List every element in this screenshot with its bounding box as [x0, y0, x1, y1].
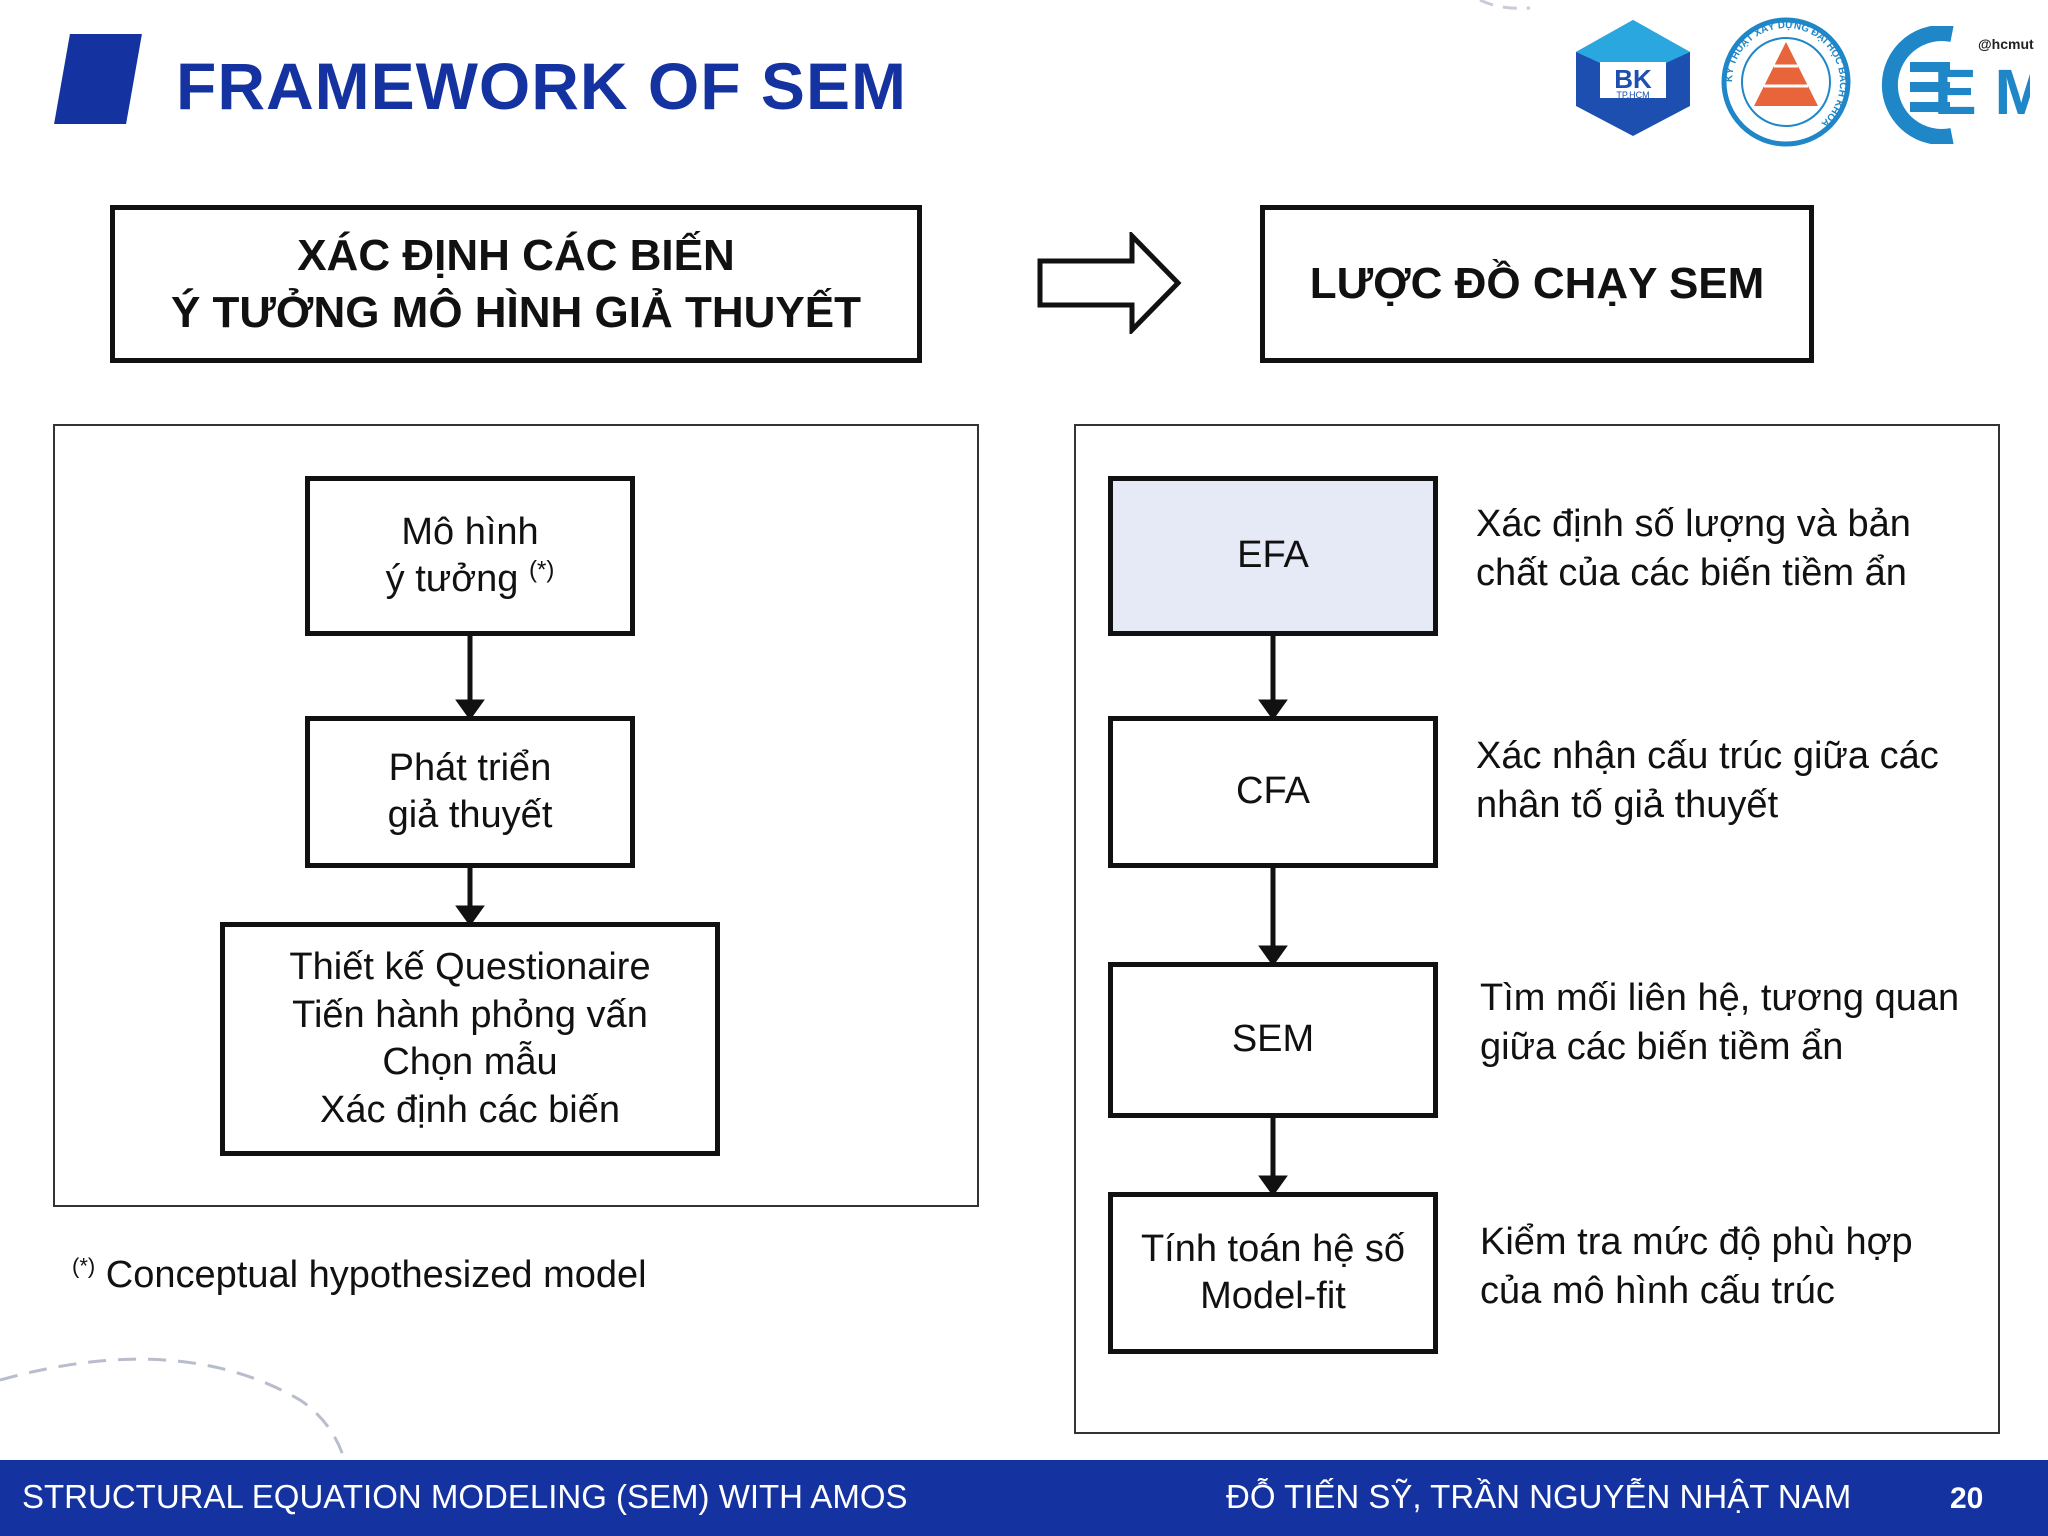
description-line: của mô hình cấu trúc [1480, 1270, 1835, 1313]
page-title: FRAMEWORK OF SEM [176, 49, 907, 123]
flow-box-line: Mô hình [401, 510, 539, 553]
footnote: (*) Conceptual hypothesized model [72, 1254, 647, 1297]
header-box-line: XÁC ĐỊNH CÁC BIẾN [297, 230, 735, 280]
header-box-line: Ý TƯỞNG MÔ HÌNH GIẢ THUYẾT [170, 288, 862, 337]
bk-logo: BK TP.HCM [1576, 20, 1690, 136]
flow-box-questionnaire-design: Thiết kế Questionaire Tiến hành phỏng vấ… [220, 922, 720, 1156]
cem-logo-tag: @hcmut [1978, 36, 2034, 52]
efa-description: Xác định số lượng và bản chất của các bi… [1476, 500, 1911, 599]
flow-box-sem: SEM [1108, 962, 1438, 1118]
header-box-define-variables: XÁC ĐỊNH CÁC BIẾN Ý TƯỞNG MÔ HÌNH GIẢ TH… [110, 205, 922, 363]
connector-arrowhead [455, 905, 485, 927]
footer-authors: ĐỖ TIẾN SỸ, TRẦN NGUYỄN NHẬT NAM [1226, 1478, 1852, 1515]
header-box-label: LƯỢC ĐỒ CHẠY SEM [1309, 259, 1765, 309]
footer-bar: STRUCTURAL EQUATION MODELING (SEM) WITH … [0, 1460, 2048, 1536]
connector-arrowhead [1258, 945, 1288, 967]
flow-box-line: Thiết kế Questionaire [289, 946, 651, 988]
model-fit-description: Kiểm tra mức độ phù hợp của mô hình cấu … [1480, 1218, 1913, 1317]
connector-arrowhead [1258, 699, 1288, 721]
description-line: Kiểm tra mức độ phù hợp [1480, 1221, 1913, 1263]
flow-box-label: CFA [1236, 770, 1310, 813]
flow-box-line: giả thuyết [387, 794, 553, 836]
flow-box-line: Tính toán hệ số [1140, 1227, 1406, 1270]
cem-logo-text: E M [1934, 56, 2030, 128]
flow-box-label: SEM [1231, 1018, 1315, 1061]
bk-logo-text: BK [1614, 64, 1652, 94]
flow-box-line: Model-fit [1200, 1275, 1346, 1317]
bk-logo-subtext: TP.HCM [1616, 90, 1649, 100]
flow-box-efa: EFA [1108, 476, 1438, 636]
connector-arrowhead [455, 699, 485, 721]
flow-box-conceptual-model: Mô hình ý tưởng (*) [305, 476, 635, 636]
flow-box-model-fit: Tính toán hệ số Model-fit [1108, 1192, 1438, 1354]
header-box-sem-workflow: LƯỢC ĐỒ CHẠY SEM [1260, 205, 1814, 363]
description-line: chất của các biến tiềm ẩn [1476, 552, 1907, 595]
footnote-mark: (*) [72, 1253, 96, 1279]
description-line: Tìm mối liên hệ, tương quan [1480, 977, 1960, 1019]
page-number: 20 [1950, 1482, 1984, 1515]
xay-dung-logo: KỸ THUẬT XÂY DỰNG ĐẠI HỌC BÁCH KHOA [1721, 17, 1851, 147]
footnote-text: Conceptual hypothesized model [105, 1254, 647, 1296]
flow-box-line: Tiến hành phỏng vấn [292, 993, 648, 1036]
flow-box-line: Chọn mẫu [382, 1041, 558, 1083]
sem-description: Tìm mối liên hệ, tương quan giữa các biế… [1480, 974, 1959, 1073]
flow-box-cfa: CFA [1108, 716, 1438, 868]
asterisk-mark: (*) [528, 556, 555, 584]
cem-logo: E M [1881, 26, 2030, 144]
flow-box-line: Xác định các biến [320, 1088, 620, 1131]
description-line: Xác định số lượng và bản [1476, 503, 1911, 545]
cfa-description: Xác nhận cấu trúc giữa các nhân tố giả t… [1476, 732, 1939, 831]
flow-box-label: EFA [1237, 534, 1309, 577]
description-line: nhân tố giả thuyết [1476, 784, 1779, 827]
description-line: giữa các biến tiềm ẩn [1480, 1026, 1844, 1069]
flow-box-line: Phát triển [388, 746, 552, 789]
footer-course-title: STRUCTURAL EQUATION MODELING (SEM) WITH … [22, 1478, 908, 1515]
connector-arrowhead [1258, 1175, 1288, 1197]
description-line: Xác nhận cấu trúc giữa các [1476, 735, 1939, 777]
flow-box-line: ý tưởng (*) [386, 556, 555, 604]
flow-box-text: ý tưởng [385, 558, 519, 600]
right-arrow-icon [1037, 232, 1182, 334]
flow-box-develop-hypothesis: Phát triển giả thuyết [305, 716, 635, 868]
